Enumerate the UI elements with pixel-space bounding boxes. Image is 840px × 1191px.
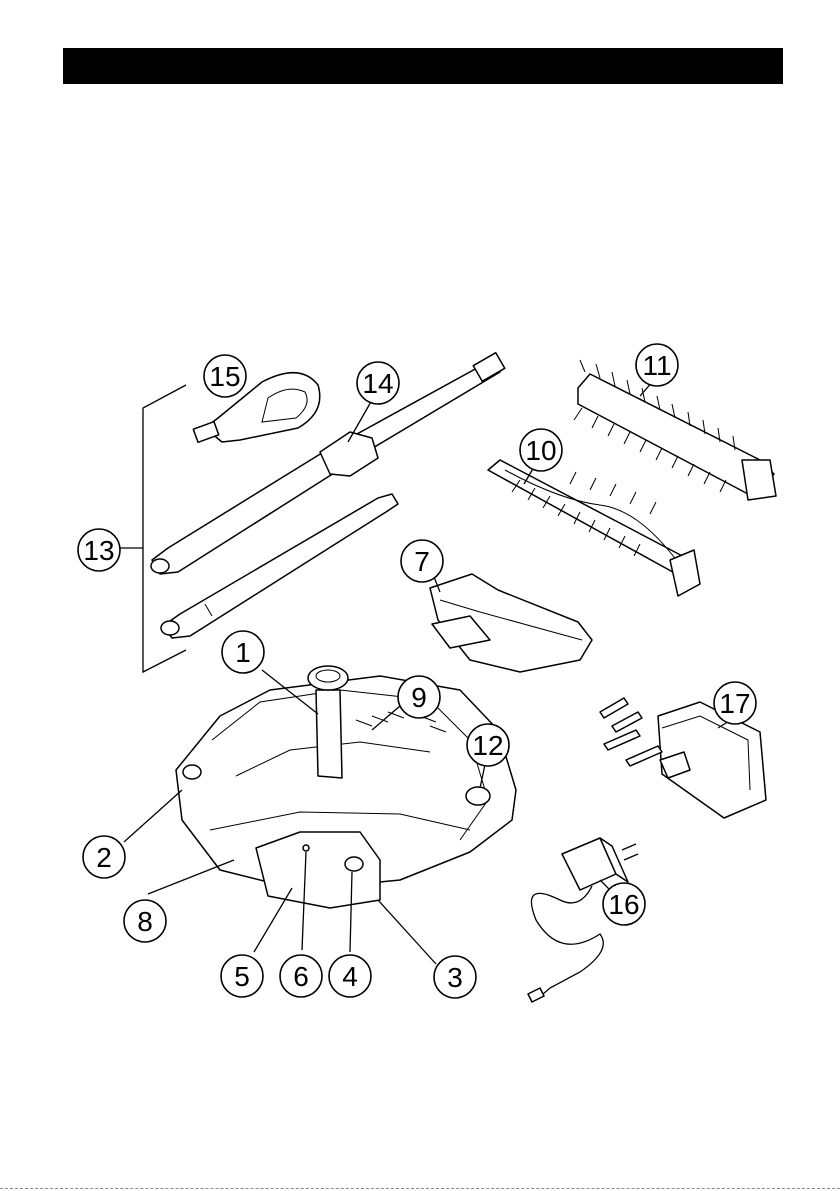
svg-text:7: 7 bbox=[414, 546, 430, 577]
wall-bracket-part bbox=[658, 702, 766, 818]
power-switch bbox=[345, 857, 363, 871]
svg-text:17: 17 bbox=[719, 688, 750, 719]
charge-led bbox=[303, 845, 309, 851]
callout-4: 4 bbox=[329, 955, 371, 997]
svg-text:8: 8 bbox=[137, 906, 153, 937]
callout-14: 14 bbox=[357, 362, 399, 404]
callout-6: 6 bbox=[280, 955, 322, 997]
callout-16: 16 bbox=[603, 883, 645, 925]
brush-roller-part bbox=[574, 360, 776, 500]
callout-5: 5 bbox=[221, 955, 263, 997]
spiral-brush-part bbox=[488, 460, 700, 596]
svg-text:6: 6 bbox=[293, 961, 309, 992]
svg-text:9: 9 bbox=[411, 682, 427, 713]
callout-1: 1 bbox=[222, 631, 264, 673]
callout-17: 17 bbox=[714, 682, 756, 724]
dirt-container-part bbox=[430, 574, 592, 672]
callout-15: 15 bbox=[204, 355, 246, 397]
callout-11: 11 bbox=[636, 344, 678, 386]
svg-text:13: 13 bbox=[83, 535, 114, 566]
callout-7: 7 bbox=[401, 540, 443, 582]
page-edge-dashed-line bbox=[0, 1188, 840, 1189]
svg-text:10: 10 bbox=[525, 435, 556, 466]
svg-text:1: 1 bbox=[235, 637, 251, 668]
callout-8: 8 bbox=[124, 900, 166, 942]
svg-text:11: 11 bbox=[642, 350, 671, 381]
svg-text:14: 14 bbox=[362, 368, 393, 399]
leader-lines bbox=[124, 380, 734, 964]
callout-10: 10 bbox=[520, 429, 562, 471]
callout-9: 9 bbox=[398, 676, 440, 718]
svg-text:12: 12 bbox=[472, 730, 503, 761]
svg-text:4: 4 bbox=[342, 961, 358, 992]
callout-13: 13 bbox=[78, 529, 120, 571]
svg-text:16: 16 bbox=[608, 889, 639, 920]
svg-text:3: 3 bbox=[447, 962, 463, 993]
callout-12: 12 bbox=[467, 724, 509, 766]
indicator-dot bbox=[183, 765, 201, 779]
svg-text:15: 15 bbox=[209, 361, 240, 392]
svg-text:5: 5 bbox=[234, 961, 250, 992]
main-device-body bbox=[176, 666, 516, 908]
svg-text:2: 2 bbox=[96, 842, 112, 873]
callout-3: 3 bbox=[434, 956, 476, 998]
callout-2: 2 bbox=[83, 836, 125, 878]
screws-and-dowels bbox=[600, 698, 662, 766]
release-button bbox=[466, 787, 490, 805]
lower-tube-part bbox=[161, 494, 398, 638]
